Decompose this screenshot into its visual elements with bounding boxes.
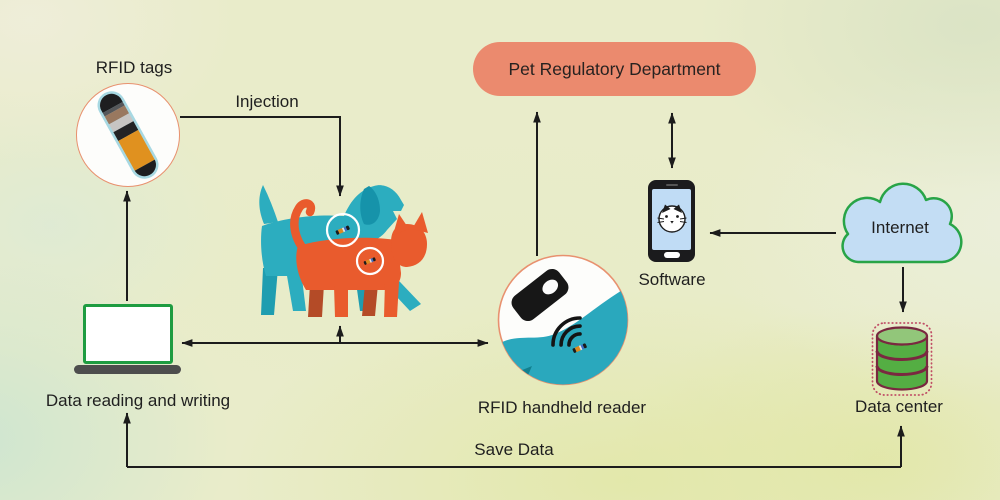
rfid-tag-capsule-icon	[95, 89, 161, 181]
laptop-base	[74, 365, 181, 374]
rfid-tag-circle	[76, 83, 180, 187]
pet-app-cat-face-icon	[656, 204, 687, 233]
cloud-icon	[841, 182, 963, 264]
data-center-label: Data center	[855, 397, 943, 416]
phone-screen	[652, 189, 691, 250]
rfid-handheld-reader-label: RFID handheld reader	[477, 398, 647, 417]
implant-chip-icon	[335, 225, 350, 235]
laptop-icon	[83, 304, 173, 364]
software-label: Software	[638, 270, 706, 289]
pets-illustration	[259, 185, 428, 317]
implant-circle-dog	[325, 212, 361, 248]
data-reading-and-writing-label: Data reading and writing	[45, 391, 231, 410]
implant-chip-icon	[572, 343, 587, 353]
edge-injection	[180, 116, 344, 197]
rfid-tags-label: RFID tags	[95, 58, 173, 77]
injection-label: Injection	[235, 92, 299, 111]
internet-label: Internet	[871, 218, 929, 237]
phone-home-button	[663, 251, 680, 258]
scanner-device	[511, 268, 569, 322]
phone-speaker	[665, 183, 678, 186]
pet-regulatory-department-label: Pet Regulatory Department	[508, 58, 721, 79]
cat-silhouette	[290, 199, 428, 317]
database-icon	[871, 322, 933, 396]
signal-waves-icon	[551, 316, 582, 347]
smartphone-icon	[648, 180, 695, 262]
pet-regulatory-department-box: Pet Regulatory Department	[473, 42, 756, 96]
implant-circle-cat	[355, 246, 385, 276]
save-data-label: Save Data	[474, 440, 554, 459]
handheld-scanner-icon	[497, 254, 629, 386]
implant-chip-icon	[363, 257, 376, 265]
